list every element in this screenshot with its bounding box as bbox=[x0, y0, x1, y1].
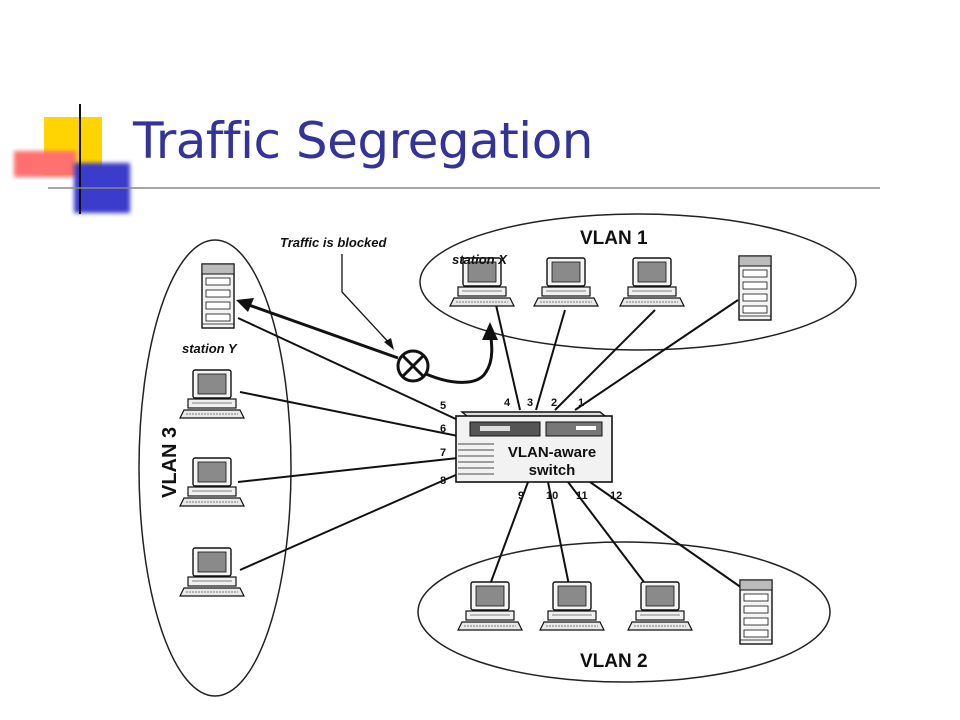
red-square bbox=[14, 151, 76, 177]
vlan1-server-icon bbox=[738, 255, 772, 321]
link-port7 bbox=[237, 457, 459, 483]
link-port12 bbox=[589, 481, 743, 589]
link-port8 bbox=[239, 473, 459, 571]
vlan1-pc2-icon bbox=[533, 257, 599, 307]
station-y-server-icon bbox=[201, 263, 235, 329]
connection-lines bbox=[237, 299, 743, 591]
port-label-7: 7 bbox=[440, 447, 446, 459]
slide-title: Traffic Segregation bbox=[133, 112, 593, 170]
switch-label-line1: VLAN-aware bbox=[508, 444, 596, 461]
vlan1-ellipse bbox=[419, 213, 857, 351]
port-label-10: 10 bbox=[546, 490, 558, 502]
station-x-label: station X bbox=[452, 252, 508, 267]
vlan2-pc2-icon bbox=[539, 581, 605, 631]
port-label-3: 3 bbox=[527, 397, 533, 409]
port-label-1: 1 bbox=[578, 397, 584, 409]
link-port1 bbox=[574, 299, 739, 411]
vlan2-pc3-icon bbox=[627, 581, 693, 631]
vlan2-ellipse bbox=[417, 541, 831, 683]
station-y-label: station Y bbox=[182, 341, 238, 356]
vlan3-pc1-icon bbox=[179, 369, 245, 419]
port-label-8: 8 bbox=[440, 475, 446, 487]
port-label-5: 5 bbox=[440, 400, 446, 412]
port-label-11: 11 bbox=[576, 490, 588, 502]
blocked-traffic-path bbox=[236, 254, 498, 384]
vlan2-label: VLAN 2 bbox=[580, 651, 648, 672]
port-label-4: 4 bbox=[504, 397, 511, 409]
vlan3-pc3-icon bbox=[179, 547, 245, 597]
link-port5 bbox=[237, 317, 459, 421]
port-label-12: 12 bbox=[610, 490, 622, 502]
vlan1-label: VLAN 1 bbox=[580, 228, 648, 249]
traffic-blocked-label: Traffic is blocked bbox=[280, 235, 388, 250]
port-label-9: 9 bbox=[518, 490, 524, 502]
vlan2-pc1-icon bbox=[457, 581, 523, 631]
vlan3-pc2-icon bbox=[179, 457, 245, 507]
link-port6 bbox=[239, 391, 459, 437]
link-port4 bbox=[495, 304, 521, 411]
link-port11 bbox=[567, 481, 651, 591]
vlan1-pc3-icon bbox=[619, 257, 685, 307]
link-port2 bbox=[554, 309, 656, 411]
blocked-x-icon bbox=[396, 349, 430, 383]
vlan3-ellipse bbox=[138, 239, 292, 697]
port-label-2: 2 bbox=[551, 397, 557, 409]
link-port9 bbox=[487, 481, 529, 591]
switch-label-line2: switch bbox=[529, 462, 576, 479]
vlan3-label: VLAN 3 bbox=[159, 427, 181, 498]
link-port10 bbox=[547, 481, 571, 591]
link-port3 bbox=[535, 309, 566, 411]
vlan2-server-icon bbox=[739, 579, 773, 645]
slide-decoration bbox=[14, 104, 880, 214]
port-label-6: 6 bbox=[440, 423, 446, 435]
vlan-aware-switch-icon bbox=[455, 411, 613, 483]
